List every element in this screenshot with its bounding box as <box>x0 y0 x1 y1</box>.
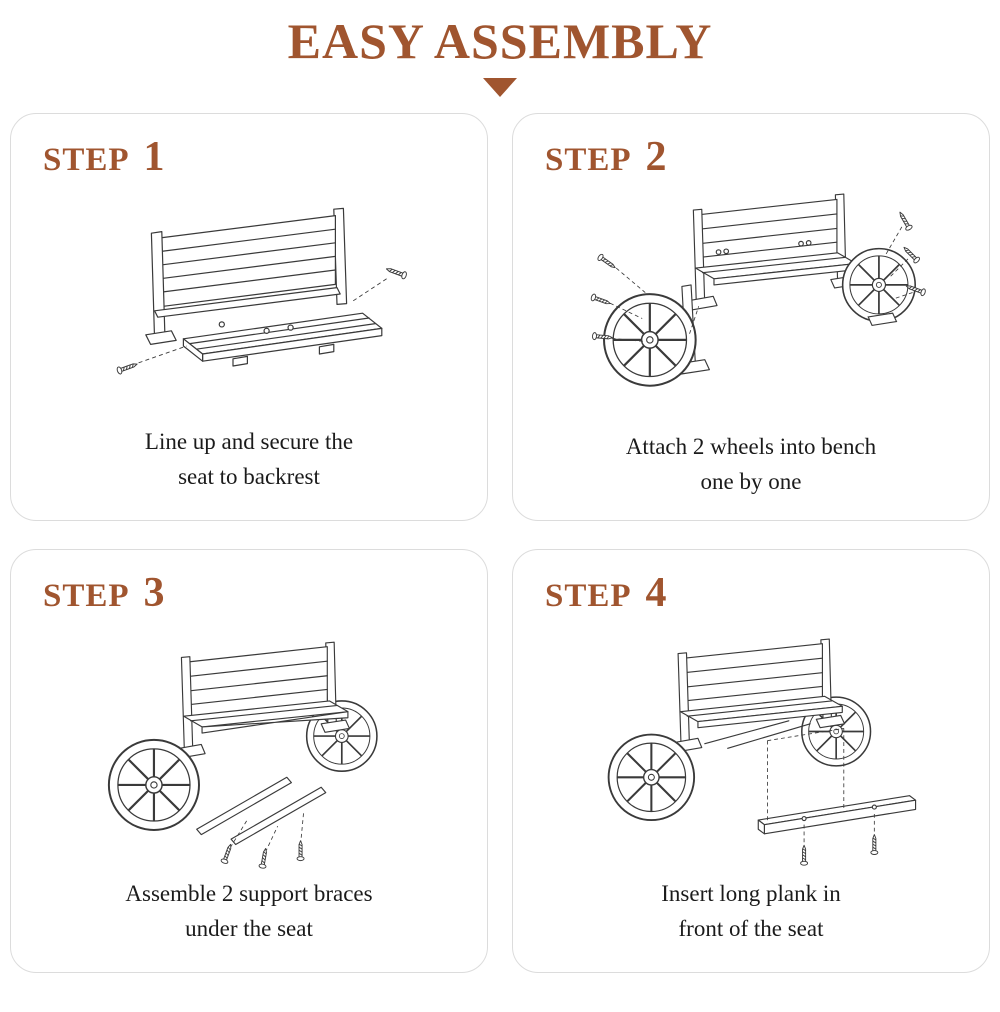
wagon-wheel-icon <box>842 247 917 323</box>
step-4-heading: STEP 4 <box>513 550 989 614</box>
screw-icon <box>800 844 809 866</box>
step-label: STEP <box>43 578 130 614</box>
screw-icon <box>115 359 139 375</box>
step-1-illustration-area <box>11 178 487 425</box>
screw-icon <box>296 839 305 861</box>
step-number: 1 <box>143 134 165 180</box>
step-4-caption: Insert long plank in front of the seat <box>513 877 989 972</box>
screw-icon <box>596 252 619 272</box>
wagon-wheel-icon <box>607 733 696 821</box>
caption-line: Assemble 2 support braces <box>125 881 373 906</box>
caption-line: Attach 2 wheels into bench <box>625 434 877 459</box>
screw-icon <box>870 833 879 855</box>
caption-line: under the seat <box>185 915 313 941</box>
page-title: EASY ASSEMBLY <box>287 13 713 69</box>
support-brace <box>230 786 327 845</box>
step-2-caption: Attach 2 wheels into bench one by one <box>513 430 989 520</box>
caption-line: Line up and secure the <box>144 429 354 454</box>
step-3-illustration <box>108 641 379 869</box>
wagon-wheel-icon <box>108 738 201 831</box>
step-4-illustration <box>607 638 917 866</box>
step-2-card: STEP 2 <box>512 113 990 521</box>
step-3-caption: Assemble 2 support braces under the seat <box>11 877 487 972</box>
screw-icon <box>220 842 235 865</box>
step-3-heading: STEP 3 <box>11 550 487 614</box>
screw-icon <box>896 209 914 232</box>
step-label: STEP <box>43 142 130 178</box>
step-2-heading: STEP 2 <box>513 114 989 178</box>
screw-icon <box>258 846 270 869</box>
step-number: 4 <box>645 570 667 616</box>
step-2-illustration <box>590 193 927 387</box>
step-4-illustration-area <box>513 614 989 877</box>
screw-icon <box>590 293 613 308</box>
step-number: 2 <box>645 134 667 180</box>
step-1-card: STEP 1 <box>10 113 488 521</box>
caption-line: Insert long plank in <box>661 881 841 906</box>
step-1-caption: Line up and secure the seat to backrest <box>11 425 487 520</box>
step-1-heading: STEP 1 <box>11 114 487 178</box>
down-arrow-icon <box>483 78 517 97</box>
step-label: STEP <box>545 142 632 178</box>
step-number: 3 <box>143 570 165 616</box>
step-label: STEP <box>545 578 632 614</box>
screw-icon <box>384 264 408 280</box>
caption-line: front of the seat <box>678 915 824 941</box>
step-2-illustration-area <box>513 178 989 430</box>
steps-grid: STEP 1 <box>0 113 1000 973</box>
step-3-card: STEP 3 <box>10 549 488 973</box>
step-4-card: STEP 4 <box>512 549 990 973</box>
caption-line: one by one <box>700 468 802 494</box>
step-3-illustration-area <box>11 614 487 877</box>
wagon-wheel-icon <box>603 292 698 387</box>
support-brace <box>196 776 293 835</box>
caption-line: seat to backrest <box>178 463 320 489</box>
step-1-illustration <box>115 207 408 375</box>
